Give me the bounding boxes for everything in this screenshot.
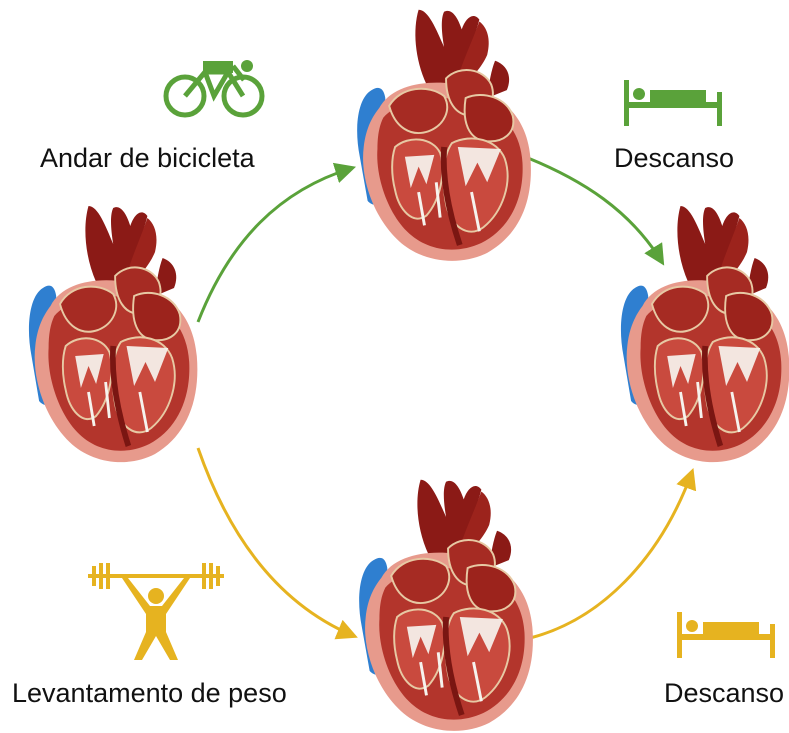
bed-icon bbox=[677, 612, 775, 658]
cycling-label: Andar de bicicleta bbox=[40, 143, 255, 173]
bottom-heart-arrow-to-right-heart bbox=[529, 468, 697, 640]
weightlifting-label: Levantamento de peso bbox=[12, 678, 287, 708]
heart-right bbox=[621, 206, 789, 462]
bicycle-icon bbox=[163, 60, 265, 118]
top-heart-arrow-to-right-heart bbox=[527, 156, 665, 266]
heart-left bbox=[29, 206, 197, 462]
rest-top-label: Descanso bbox=[614, 143, 735, 173]
weightlifting-arrow-to-bottom-heart bbox=[196, 447, 358, 640]
weightlifter-icon bbox=[88, 563, 224, 660]
heart-top bbox=[357, 10, 531, 261]
heart-bottom bbox=[359, 480, 533, 731]
rest-bottom-label: Descanso bbox=[664, 678, 785, 708]
cycling-arrow-to-top-heart bbox=[196, 162, 357, 323]
bed-icon bbox=[624, 80, 722, 126]
